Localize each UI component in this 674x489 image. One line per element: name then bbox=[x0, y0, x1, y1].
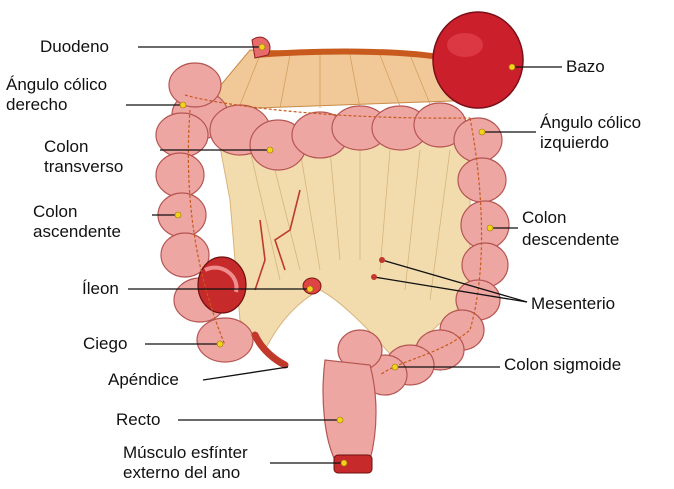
label-angulo-izquierdo-2: izquierdo bbox=[540, 133, 609, 153]
rectum bbox=[323, 360, 376, 460]
label-angulo-izquierdo-1: Ángulo cólico bbox=[540, 113, 641, 133]
label-colon-descendente-2: descendente bbox=[522, 230, 619, 250]
label-colon-transverso-1: Colon bbox=[44, 137, 88, 157]
label-ciego: Ciego bbox=[83, 334, 127, 354]
anal-sphincter bbox=[334, 455, 372, 473]
label-colon-sigmoide: Colon sigmoide bbox=[504, 355, 621, 375]
label-musculo-1: Músculo esfínter bbox=[123, 443, 248, 463]
label-angulo-derecho-1: Ángulo cólico bbox=[6, 75, 107, 95]
label-colon-ascendente-2: ascendente bbox=[33, 222, 121, 242]
label-recto: Recto bbox=[116, 410, 160, 430]
label-angulo-derecho-2: derecho bbox=[6, 95, 67, 115]
label-mesenterio: Mesenterio bbox=[531, 294, 615, 314]
label-colon-transverso-2: transverso bbox=[44, 157, 123, 177]
label-musculo-2: externo del ano bbox=[123, 463, 240, 483]
spleen bbox=[433, 12, 523, 108]
label-apendice: Apéndice bbox=[108, 370, 179, 390]
label-duodeno: Duodeno bbox=[40, 37, 109, 57]
label-colon-descendente-1: Colon bbox=[522, 208, 566, 228]
label-colon-ascendente-1: Colon bbox=[33, 202, 77, 222]
label-ileon: Íleon bbox=[82, 279, 119, 299]
label-bazo: Bazo bbox=[566, 57, 605, 77]
